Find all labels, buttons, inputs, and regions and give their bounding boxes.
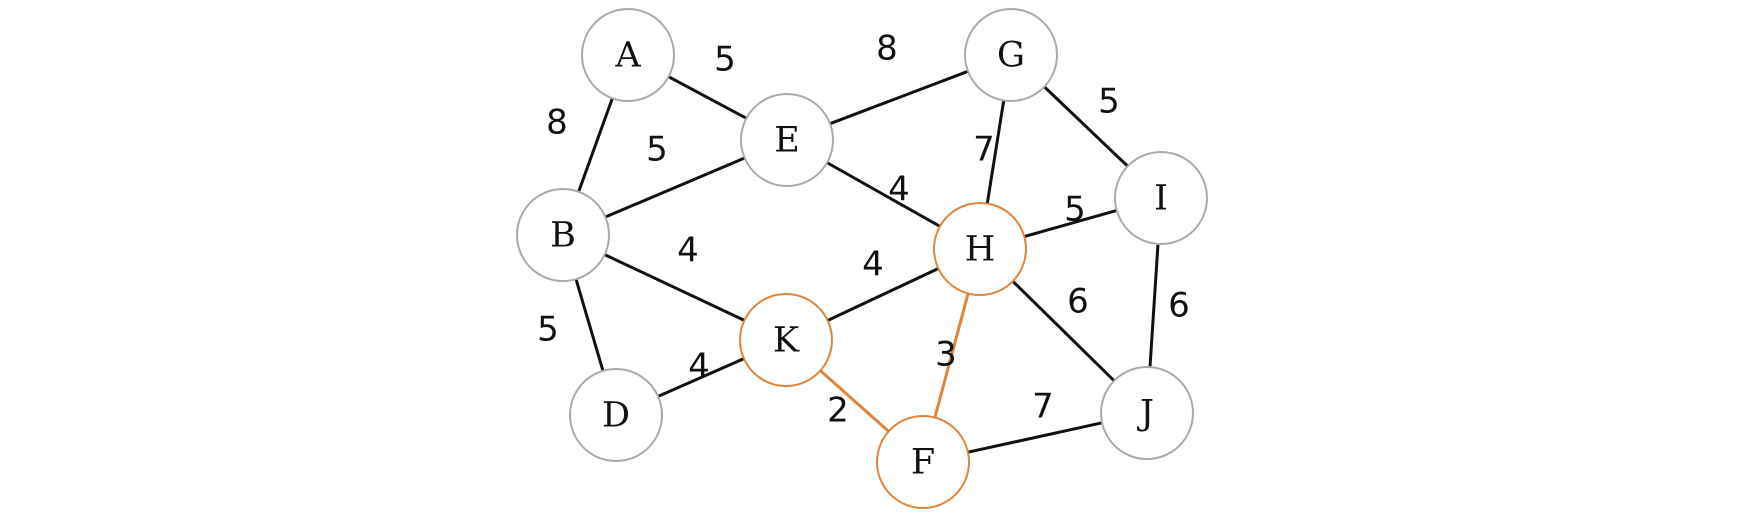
edge-weight-a-b: 8 — [546, 103, 568, 143]
edge-a-b — [577, 96, 614, 194]
edge-h-f — [933, 291, 970, 420]
node-a: A — [581, 8, 675, 102]
node-circle-b — [516, 188, 610, 282]
node-circle-e — [740, 93, 834, 187]
edge-weight-g-h: 7 — [973, 130, 995, 170]
edges-layer — [574, 69, 1160, 454]
node-circle-a — [581, 8, 675, 102]
node-circle-j — [1100, 366, 1194, 460]
edge-weight-e-h: 4 — [888, 170, 910, 210]
node-circle-f — [876, 415, 970, 509]
edge-b-d — [574, 277, 605, 373]
edge-b-e — [603, 156, 747, 219]
edge-weight-e-g: 8 — [876, 29, 898, 69]
node-label-e: E — [774, 121, 800, 161]
node-j: J — [1100, 366, 1194, 460]
node-label-i: I — [1154, 179, 1168, 219]
node-label-h: H — [965, 230, 996, 270]
edge-g-i — [1042, 85, 1130, 168]
edge-weight-d-k: 4 — [688, 347, 710, 387]
node-label-f: F — [911, 443, 935, 483]
node-d: D — [569, 368, 663, 462]
edge-e-g — [828, 69, 970, 126]
node-b: B — [516, 188, 610, 282]
node-f: F — [876, 415, 970, 509]
edge-weight-b-e: 5 — [646, 130, 668, 170]
node-i: I — [1114, 151, 1208, 245]
edge-weight-g-i: 5 — [1098, 82, 1120, 122]
edge-k-f — [818, 369, 891, 433]
edge-weight-b-k: 4 — [677, 231, 699, 271]
node-label-j: J — [1137, 394, 1154, 434]
edge-weight-k-h: 4 — [862, 245, 884, 285]
edge-weight-h-i: 5 — [1064, 190, 1086, 230]
nodes-layer: A B D E G H I J K F — [516, 8, 1208, 509]
edge-weight-h-f: 3 — [935, 335, 957, 375]
edge-a-e — [667, 75, 748, 120]
node-circle-g — [964, 8, 1058, 102]
edge-weight-i-j: 6 — [1168, 286, 1190, 326]
node-circle-i — [1114, 151, 1208, 245]
edge-weight-b-d: 5 — [537, 310, 559, 350]
edge-f-j — [966, 421, 1104, 454]
edge-weight-h-j: 6 — [1067, 282, 1089, 322]
node-label-a: A — [614, 36, 641, 76]
node-e: E — [740, 93, 834, 187]
node-g: G — [964, 8, 1058, 102]
edge-g-h — [985, 98, 1006, 206]
node-label-b: B — [550, 216, 576, 256]
edge-d-k — [656, 357, 746, 398]
edge-weight-k-f: 2 — [827, 391, 849, 431]
edge-k-h — [826, 267, 940, 322]
edge-h-j — [1011, 279, 1116, 383]
edge-weight-f-j: 7 — [1032, 387, 1054, 427]
node-label-k: K — [773, 321, 800, 361]
node-circle-h — [933, 202, 1027, 296]
edge-i-j — [1148, 242, 1160, 369]
edge-h-i — [1022, 208, 1119, 239]
edge-b-k — [603, 253, 746, 322]
node-circle-d — [569, 368, 663, 462]
edge-weight-a-e: 5 — [714, 40, 736, 80]
node-label-g: G — [997, 36, 1025, 76]
node-circle-k — [739, 293, 833, 387]
node-h: H — [933, 202, 1027, 296]
node-label-d: D — [602, 396, 630, 436]
edge-e-h — [825, 161, 942, 228]
node-k: K — [739, 293, 833, 387]
